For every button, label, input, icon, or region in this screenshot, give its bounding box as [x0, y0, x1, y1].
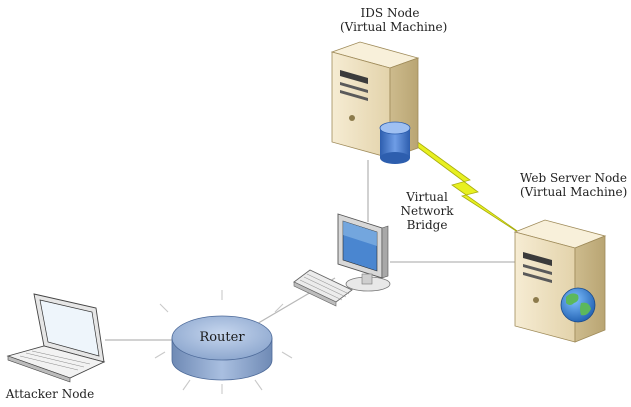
ids-node-subtitle: (Virtual Machine) — [340, 20, 448, 34]
router-icon — [154, 290, 293, 394]
bridge-line2: Network — [400, 204, 454, 218]
web-server-node-subtitle: (Virtual Machine) — [520, 185, 628, 199]
router-label: Router — [199, 330, 245, 345]
keyboard-icon — [293, 269, 353, 307]
globe-icon — [560, 287, 596, 323]
virtual-network-bridge-label: Virtual Network Bridge — [394, 190, 460, 232]
connection-lines — [105, 160, 520, 341]
web-server-icon — [513, 219, 607, 343]
ids-node-label: IDS Node (Virtual Machine) — [340, 6, 448, 34]
web-server-node-title: Web Server Node — [520, 171, 627, 185]
attacker-node-label: Attacker Node — [5, 387, 95, 401]
ids-server-icon — [330, 41, 420, 159]
monitor-icon — [337, 213, 391, 292]
bridge-line1: Virtual — [406, 190, 448, 204]
web-server-node-label: Web Server Node (Virtual Machine) — [520, 171, 628, 199]
laptop-icon — [6, 293, 106, 383]
ids-node-title: IDS Node — [360, 6, 420, 20]
lightning-link-icon — [407, 134, 531, 241]
bridge-line3: Bridge — [406, 218, 448, 232]
database-icon — [379, 121, 411, 164]
